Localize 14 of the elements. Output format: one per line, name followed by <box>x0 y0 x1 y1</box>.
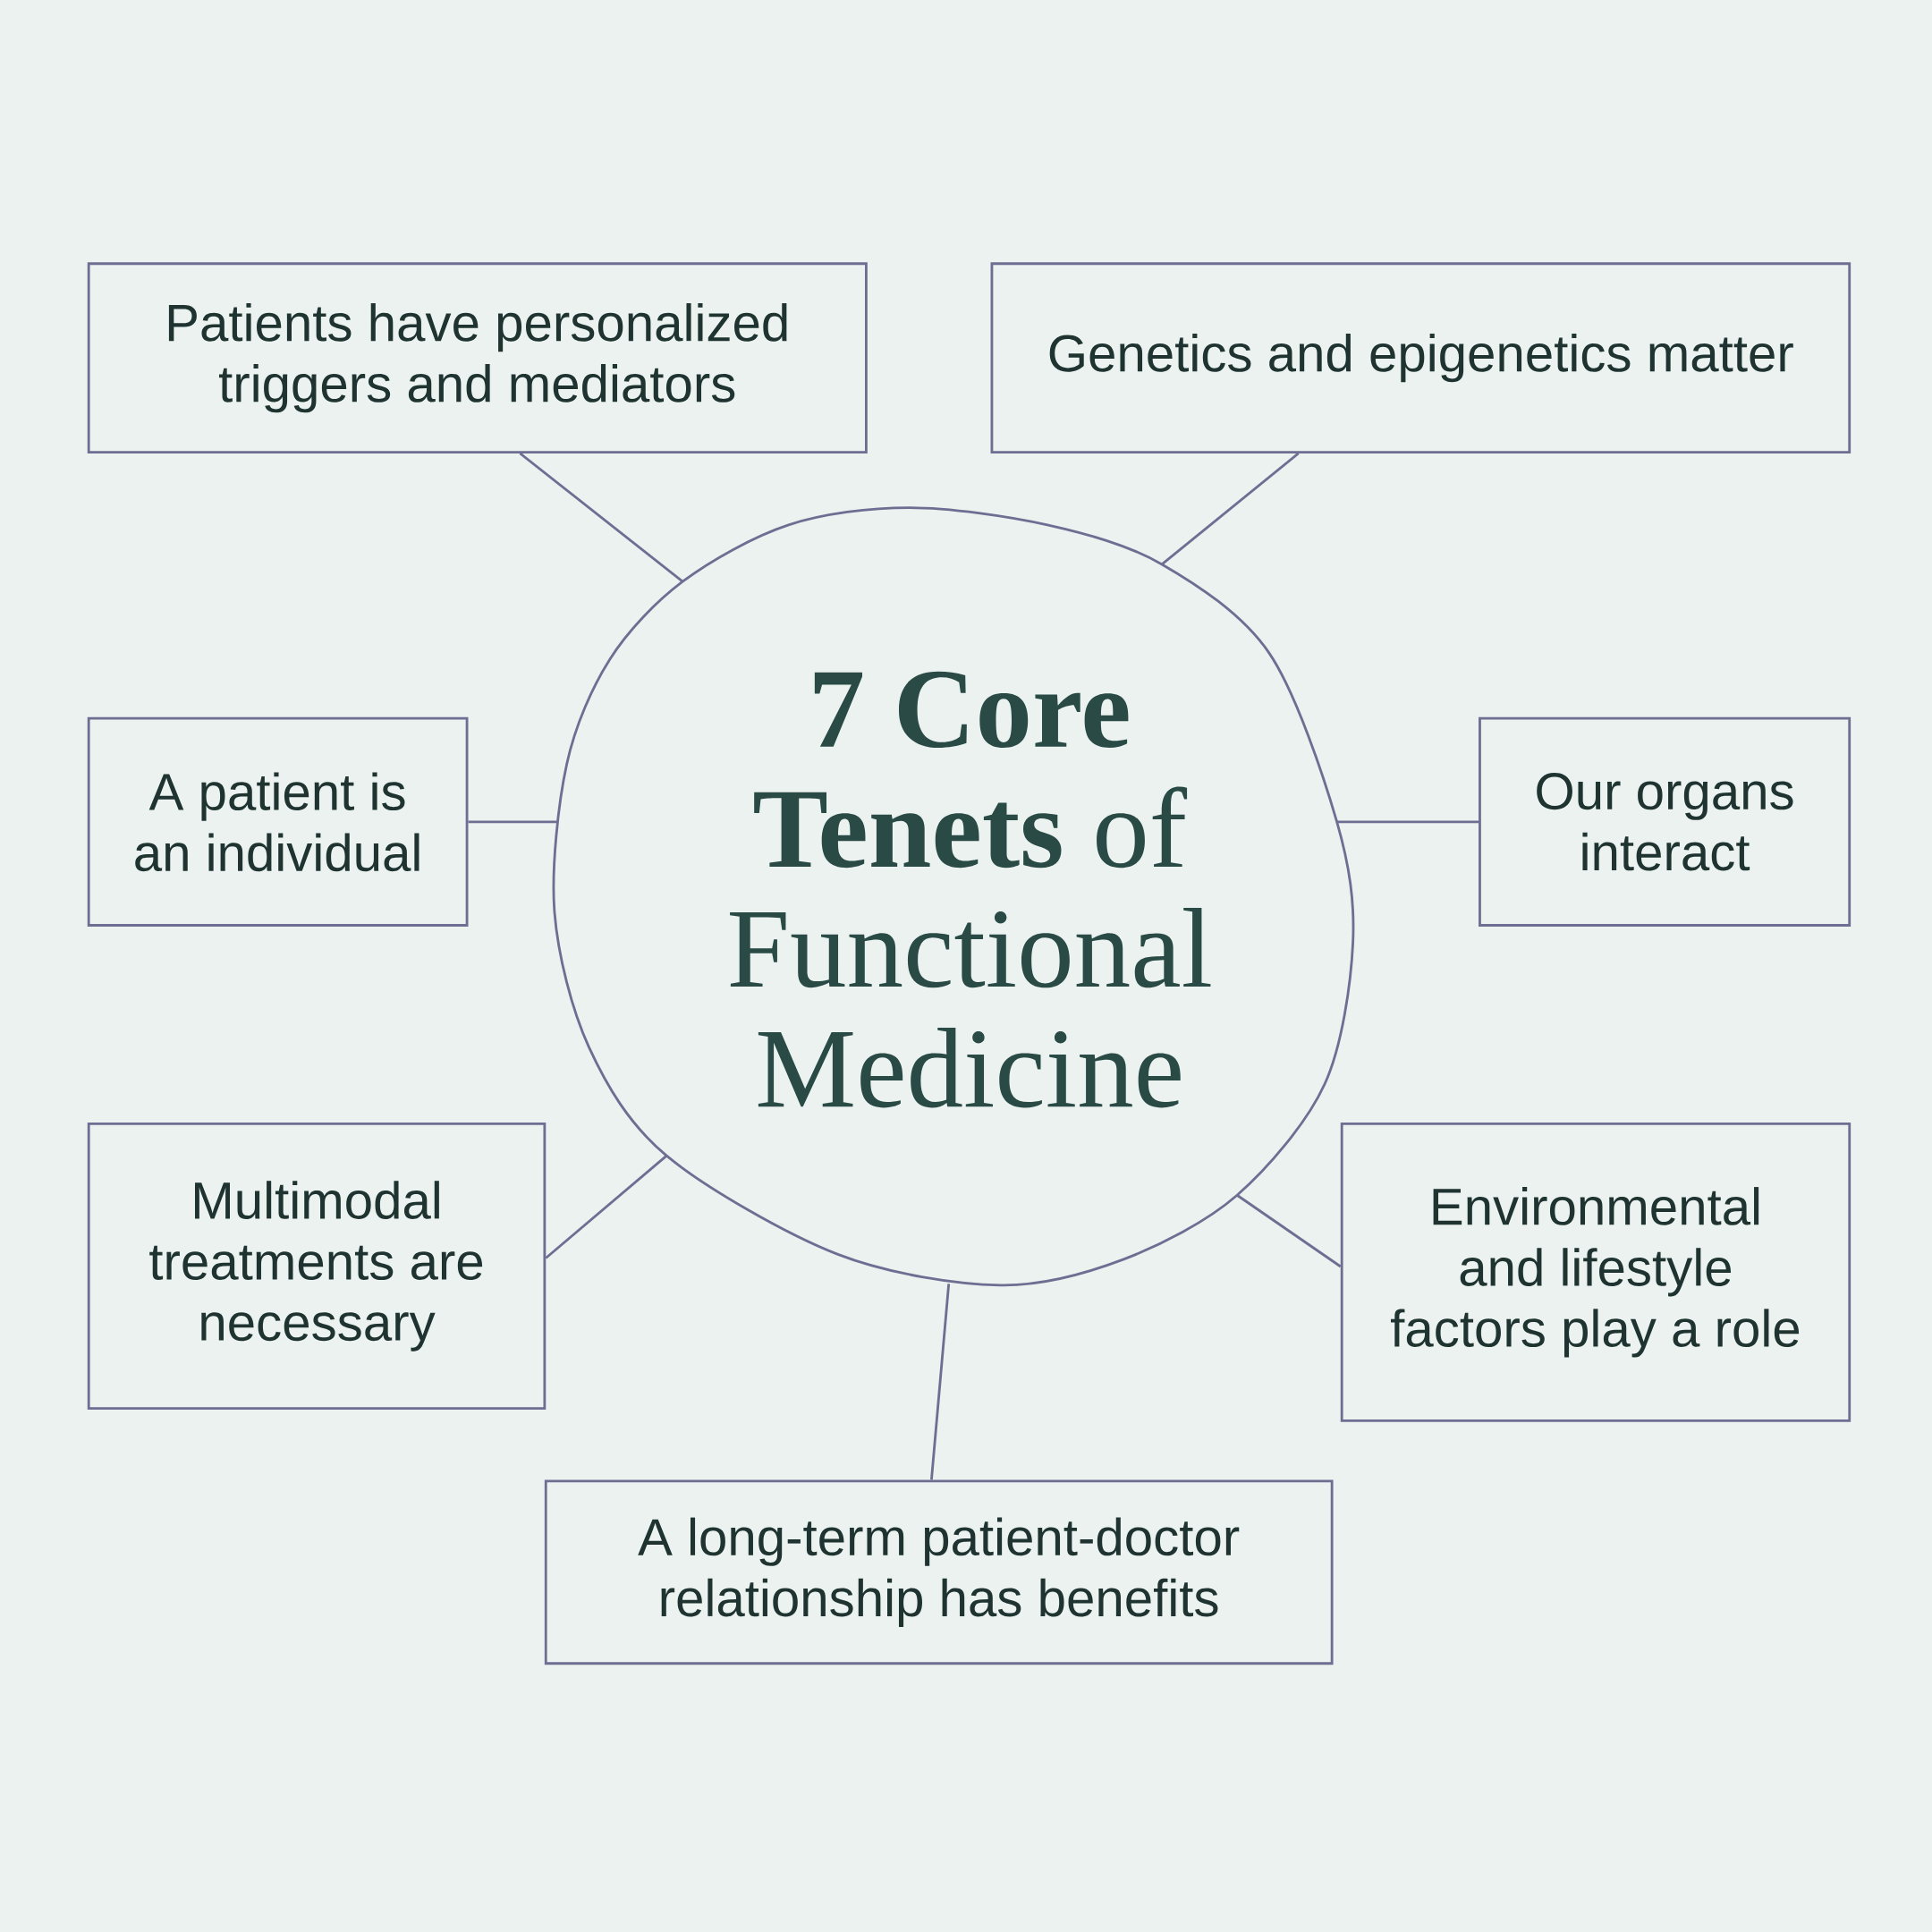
connector-line <box>930 1284 951 1480</box>
connector-line <box>1161 452 1300 565</box>
connector-line <box>519 452 684 583</box>
connector-line <box>1236 1194 1342 1268</box>
connector-line <box>1336 820 1479 824</box>
connector-line <box>545 1155 668 1259</box>
text-box: Genetics and epigenetics matter <box>990 262 1852 453</box>
text-box: A long-term patient-doctor relationship has benefits <box>544 1479 1334 1665</box>
text-box: A patient is an individual <box>87 716 469 927</box>
text-box: Patients have personalized triggers and mediators <box>87 262 868 453</box>
text-box: Our organs interact <box>1479 716 1852 927</box>
text-box: Environmental and lifestyle factors play a role <box>1340 1122 1852 1422</box>
text-box: Multimodal treatments are necessary <box>87 1122 547 1410</box>
connector-line <box>468 820 557 824</box>
